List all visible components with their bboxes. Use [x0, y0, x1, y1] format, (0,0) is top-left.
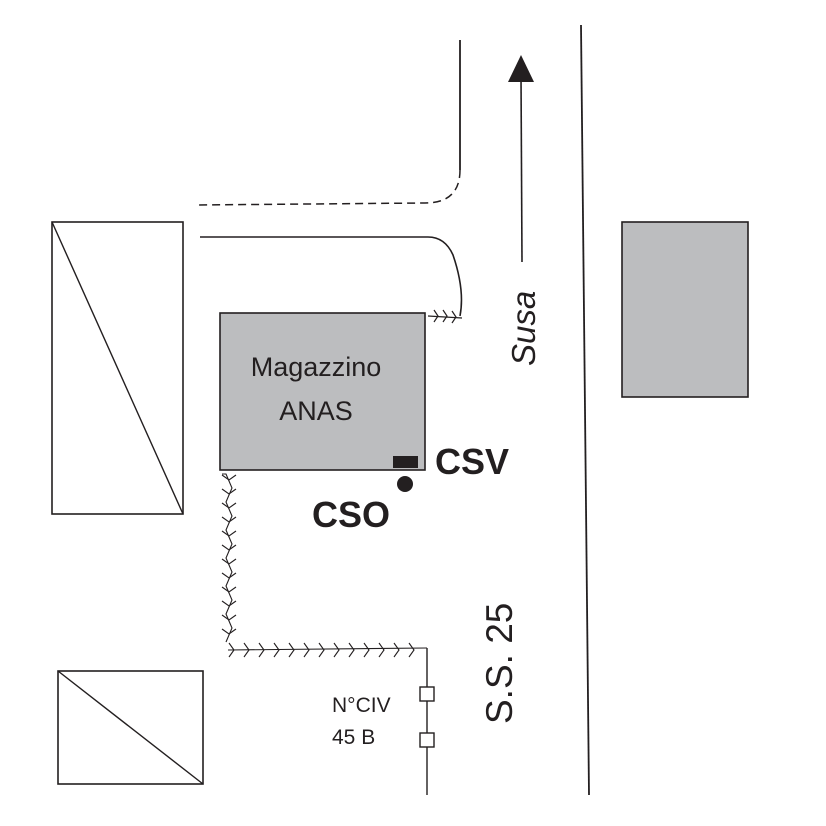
hedge-tick: [378, 642, 385, 658]
hedge-tick: [221, 474, 237, 481]
hedge-tick: [221, 488, 237, 495]
hedge-tick: [408, 642, 415, 658]
magazzino-building: [219, 312, 426, 471]
hedge-tick: [243, 642, 250, 658]
hedge-tick: [221, 530, 237, 537]
hedge-tick: [348, 642, 355, 658]
hedge-tick: [221, 502, 237, 509]
hedge-tick: [221, 586, 237, 593]
hedge-tick: [288, 642, 295, 658]
road-edge-right: [580, 24, 590, 796]
hedge-tick: [221, 516, 237, 523]
address-line1: N°CIV: [332, 694, 391, 717]
hedge-tick: [221, 600, 237, 607]
hedge-tick: [221, 544, 237, 551]
csv-marker: [393, 456, 418, 468]
bottom-left-building: [57, 670, 204, 785]
direction-label: Susa: [505, 291, 542, 366]
address-pole: [419, 648, 435, 795]
cso-marker: [397, 476, 413, 492]
dashed-boundary: [194, 169, 461, 206]
hedge-tick: [318, 642, 325, 658]
left-building: [51, 221, 184, 515]
access-road: [200, 236, 463, 317]
building-name-line2: ANAS: [279, 396, 353, 426]
hedge-tick: [228, 642, 235, 658]
hedge-tick: [363, 642, 370, 658]
hedge-top: [427, 309, 463, 324]
hedge-tick: [273, 642, 280, 658]
road-name: S.S. 25: [479, 603, 520, 724]
hedge-tick: [303, 642, 310, 658]
address-line2: 45 B: [332, 726, 375, 749]
cso-label: CSO: [312, 494, 390, 535]
right-building: [621, 221, 749, 398]
hedge-tick: [221, 614, 237, 621]
hedge-tick: [258, 642, 265, 658]
hedge-tick: [393, 642, 400, 658]
hedge-tick: [221, 628, 237, 635]
hedge-tick: [333, 642, 340, 658]
hedge-tick: [221, 572, 237, 579]
hedge-path: [221, 473, 428, 658]
building-name-line1: Magazzino: [251, 352, 382, 382]
direction-arrow: [508, 55, 534, 263]
csv-label: CSV: [435, 441, 509, 482]
hedge-tick: [221, 558, 237, 565]
